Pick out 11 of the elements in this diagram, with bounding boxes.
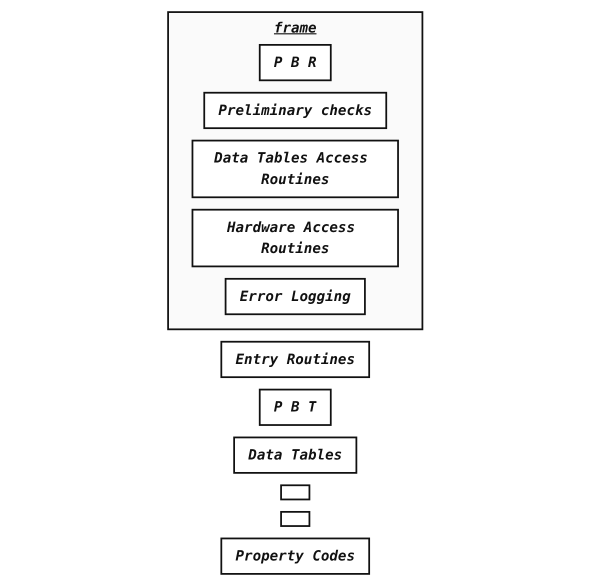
node-box: Hardware Access Routines	[191, 208, 399, 268]
node-box: Data Tables	[232, 436, 358, 474]
node-box: P B R	[258, 44, 332, 82]
node-box	[280, 510, 310, 527]
node-box: Data Tables Access Routines	[191, 140, 399, 198]
node-box: Error Logging	[224, 278, 366, 316]
node-box	[280, 484, 310, 500]
node-box: P B T	[258, 388, 332, 426]
node-box: Entry Routines	[220, 340, 370, 378]
node-box: Preliminary checks	[203, 92, 387, 130]
node-box: Property Codes	[220, 538, 370, 575]
